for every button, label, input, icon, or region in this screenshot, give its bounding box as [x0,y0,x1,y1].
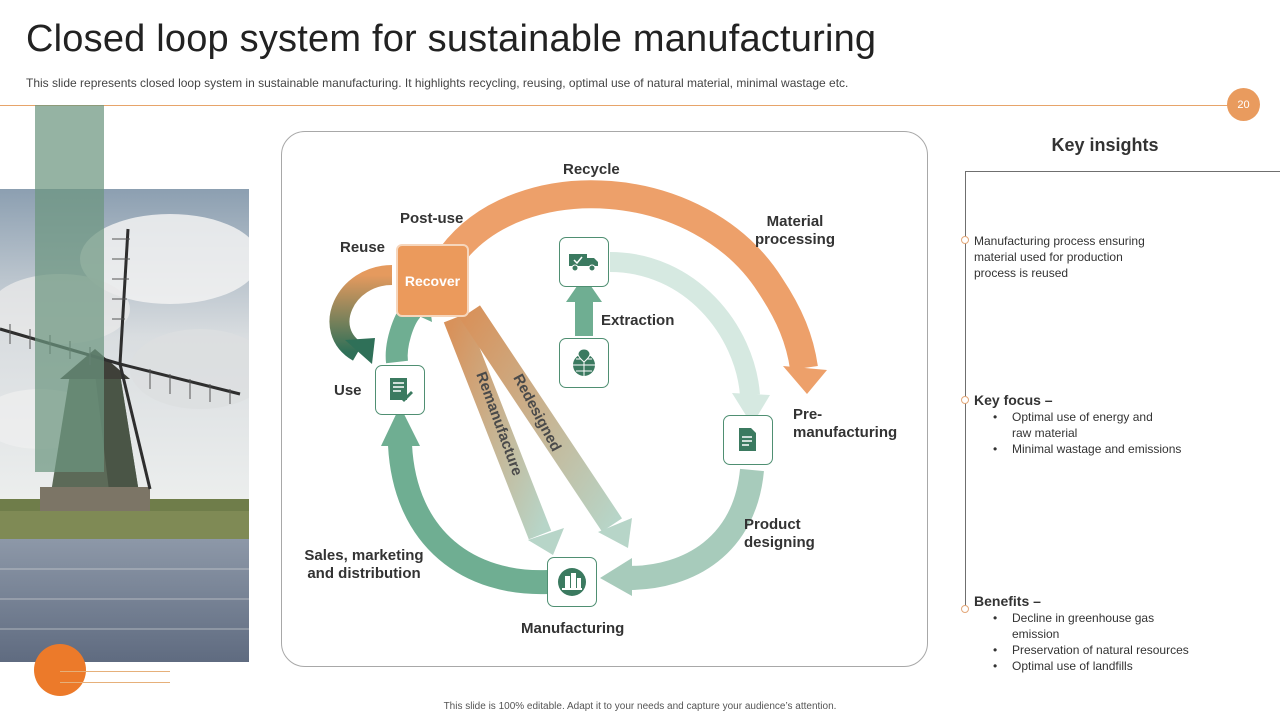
extraction-arrowhead [566,276,602,302]
label-material-processing-line1: Material [766,213,824,230]
key-insights-top-border [965,171,1280,172]
orange-accent-circle [34,644,86,696]
remanufacture-arrow [443,313,552,540]
use-arrow [385,302,421,364]
document-icon-box [375,365,425,415]
file-icon-box [723,415,773,465]
insight-point-1-line: Manufacturing process ensuring [974,234,1145,248]
key-focus-heading: Key focus – [974,392,1053,408]
list-item-line: Minimal wastage and emissions [1012,442,1182,456]
list-item: Minimal wastage and emissions [993,441,1182,457]
label-material-processing-line2: processing [754,231,836,248]
label-product-designing: Product designing [744,516,815,552]
key-focus-list: Optimal use of energy and raw material M… [974,409,1181,457]
label-pre-manufacturing-line2: manufacturing [793,424,898,441]
label-product-designing-line1: Product [744,516,801,533]
insight-point-1-line: process is reused [974,266,1069,280]
list-item: Optimal use of energy and raw material [993,409,1181,441]
list-item-line: raw material [1012,426,1078,440]
product-designing-arrowhead [600,558,632,596]
benefits-list: Decline in greenhouse gas emission Prese… [974,610,1189,674]
label-pre-manufacturing-line1: Pre- [793,406,823,423]
factory-icon-box [547,557,597,607]
list-item-line: Optimal use of landfills [1012,659,1133,673]
label-product-designing-line2: designing [744,534,815,551]
inner-arc [609,252,760,397]
label-sales-line1: Sales, marketing [304,547,424,564]
label-material-processing: Material processing [740,213,850,249]
list-item: Optimal use of landfills [993,658,1189,674]
sales-arrowhead [381,406,420,446]
benefits-heading: Benefits – [974,593,1041,609]
page-number-badge: 20 [1227,88,1260,121]
accent-line [60,682,170,683]
insight-point-1-line: material used for production [974,250,1123,264]
recover-box: Recover [396,244,469,317]
recycle-arrowhead [783,366,827,394]
file-edit-icon [739,428,756,451]
slide-title: Closed loop system for sustainable manuf… [26,18,877,60]
label-reuse: Reuse [340,239,386,256]
list-item-line: emission [1012,627,1060,641]
key-insights-title: Key insights [1051,135,1159,155]
list-item: Preservation of natural resources [993,642,1189,658]
label-sales-marketing: Sales, marketing and distribution [298,547,430,583]
timeline-dot [961,605,969,613]
remanufacture-arrowhead [528,528,564,555]
factory-icon [558,568,586,596]
label-use: Use [334,382,362,399]
recycle-arrow [440,180,818,371]
redesigned-arrowhead [598,518,632,548]
key-focus-section: Key focus – Optimal use of energy and ra… [974,392,1181,457]
key-insights-timeline [965,171,966,609]
reuse-arrow [329,265,393,361]
label-manufacturing: Manufacturing [521,620,625,637]
truck-icon-box [559,237,609,287]
green-accent-band [35,105,104,472]
checklist-icon [390,378,413,402]
label-post-use: Post-use [400,210,464,227]
redesigned-arrow [460,305,622,532]
globe-location-icon [573,348,595,376]
slide-subtitle: This slide represents closed loop system… [26,76,849,90]
insight-point-1: Manufacturing process ensuring material … [974,233,1145,281]
list-item-line: Optimal use of energy and [1012,410,1153,424]
benefits-section: Benefits – Decline in greenhouse gas emi… [974,593,1189,674]
label-pre-manufacturing: Pre- manufacturing [793,406,897,442]
slide-footer: This slide is 100% editable. Adapt it to… [443,701,837,712]
label-recycle: Recycle [563,161,620,178]
label-sales-line2: and distribution [307,565,421,582]
header-divider [0,105,1232,106]
list-item-line: Preservation of natural resources [1012,643,1189,657]
diagram-frame [281,131,928,667]
timeline-dot [961,236,969,244]
product-designing-arrow [627,468,764,590]
globe-icon-box [559,338,609,388]
reuse-arrowhead [345,338,375,364]
list-item: Decline in greenhouse gas emission [993,610,1189,642]
sales-arrow [388,444,549,595]
timeline-dot [961,396,969,404]
accent-line [60,671,170,672]
list-item-line: Decline in greenhouse gas [1012,611,1155,625]
extraction-arrow [575,300,593,336]
truck-icon [569,254,598,272]
label-extraction: Extraction [601,312,675,329]
inner-arc-arrowhead [732,393,770,425]
